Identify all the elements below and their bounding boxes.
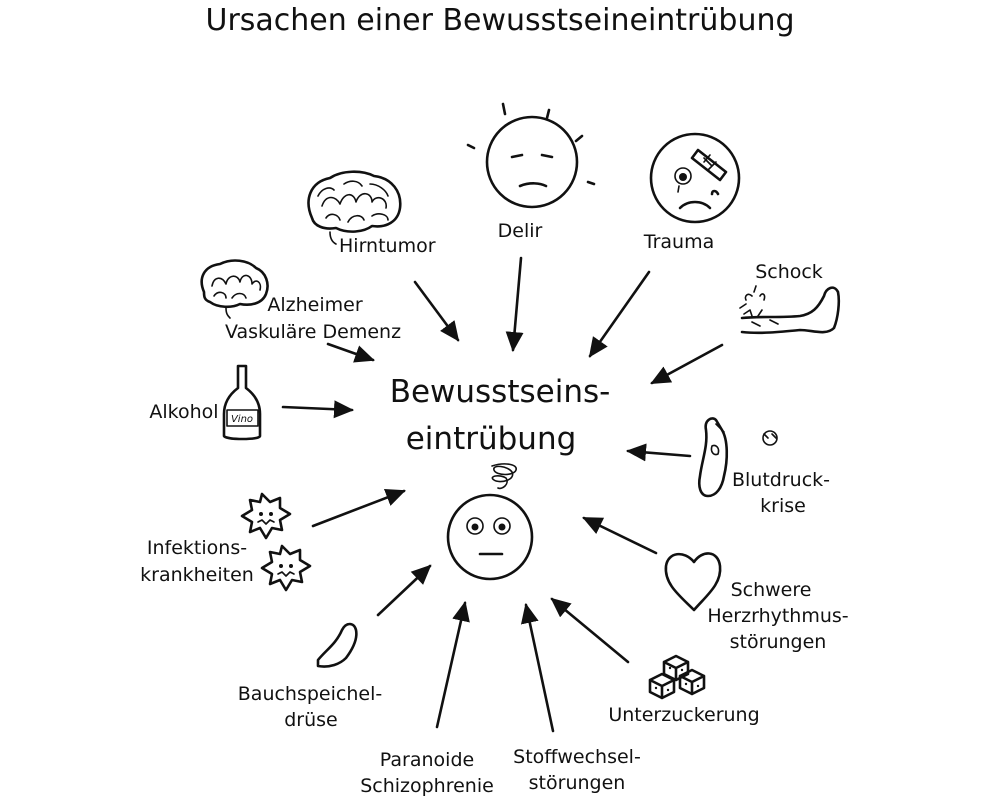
- virus-icon: [260, 544, 312, 592]
- cause-unterzucker: Unterzuckerung: [608, 704, 759, 726]
- label-bauch-line2: drüse: [284, 709, 338, 731]
- dizzy-face-icon: [446, 463, 534, 581]
- label-herz-line2: Herzrhythmus-: [707, 605, 848, 627]
- label-herz-line1: Schwere: [731, 579, 812, 601]
- arrow-delir: [505, 256, 524, 352]
- label-trauma: Trauma: [643, 231, 714, 253]
- cause-herz: Schwere Herzrhythmus- störungen: [707, 579, 848, 653]
- label-infektion-line1: Infektions-: [147, 537, 247, 559]
- arrow-alkohol: [281, 400, 354, 419]
- arrow-schock: [650, 343, 724, 385]
- center-label-line2: eintrübung: [406, 421, 577, 457]
- cause-schock: Schock: [755, 261, 823, 283]
- wine-bottle-icon: Vino: [222, 364, 262, 441]
- sugar-cubes-icon: [648, 654, 706, 700]
- pancreas-icon: [316, 622, 358, 668]
- label-blutdruck-line2: krise: [760, 495, 806, 517]
- cause-delir: Delir: [498, 220, 543, 242]
- cause-trauma: Trauma: [643, 231, 714, 253]
- injured-face-icon: [649, 132, 741, 224]
- label-stoffwechsel-line2: störungen: [529, 772, 626, 794]
- arrow-hirntumor: [413, 280, 460, 342]
- diagram-title: Ursachen einer Bewusstseineintrübung: [205, 3, 794, 38]
- cause-hirntumor: Hirntumor: [339, 235, 436, 257]
- label-alzheimer-line2: Vaskuläre Demenz: [225, 321, 401, 343]
- label-stoffwechsel-line1: Stoffwechsel-: [513, 746, 641, 768]
- heart-icon: [664, 552, 722, 612]
- sun-face-icon: [466, 102, 596, 209]
- label-hirntumor: Hirntumor: [339, 235, 436, 257]
- label-infektion-line2: krankheiten: [140, 564, 254, 586]
- wine-label: Vino: [231, 414, 253, 425]
- cause-alzheimer: Alzheimer Vaskuläre Demenz: [225, 294, 401, 343]
- bleeding-arm-icon: [739, 285, 841, 335]
- arrow-stoffwechsel: [520, 603, 555, 733]
- label-paranoide-line1: Paranoide: [380, 749, 474, 771]
- arrow-bauch: [376, 564, 432, 617]
- arrow-herz: [582, 516, 658, 555]
- arrows: [281, 256, 724, 733]
- arrow-blutdruck: [626, 443, 692, 462]
- cause-bauch: Bauchspeichel- drüse: [238, 683, 382, 731]
- label-unterzucker: Unterzuckerung: [608, 704, 759, 726]
- cause-alkohol: Alkohol: [149, 401, 218, 423]
- cut-finger-icon: [697, 417, 778, 498]
- cause-blutdruck: Blutdruck- krise: [732, 469, 830, 517]
- virus-icon: [240, 492, 292, 540]
- label-alkohol: Alkohol: [149, 401, 218, 423]
- arrow-alzheimer: [326, 342, 375, 363]
- label-schock: Schock: [755, 261, 823, 283]
- arrow-paranoide: [435, 601, 470, 729]
- label-alzheimer-line1: Alzheimer: [267, 294, 362, 316]
- label-blutdruck-line1: Blutdruck-: [732, 469, 830, 491]
- center-label-line1: Bewusstseins-: [390, 374, 611, 410]
- brain-icon: [200, 259, 269, 319]
- label-delir: Delir: [498, 220, 543, 242]
- arrow-infektion: [311, 489, 406, 528]
- label-paranoide-line2: Schizophrenie: [360, 775, 494, 797]
- cause-stoffwechsel: Stoffwechsel- störungen: [513, 746, 641, 794]
- arrow-unterzucker: [550, 597, 630, 664]
- cause-paranoide: Paranoide Schizophrenie: [360, 749, 494, 797]
- arrow-trauma: [588, 270, 651, 358]
- cause-infektion: Infektions- krankheiten: [140, 537, 254, 586]
- label-herz-line3: störungen: [730, 631, 827, 653]
- label-bauch-line1: Bauchspeichel-: [238, 683, 382, 705]
- brain-icon: [307, 170, 402, 245]
